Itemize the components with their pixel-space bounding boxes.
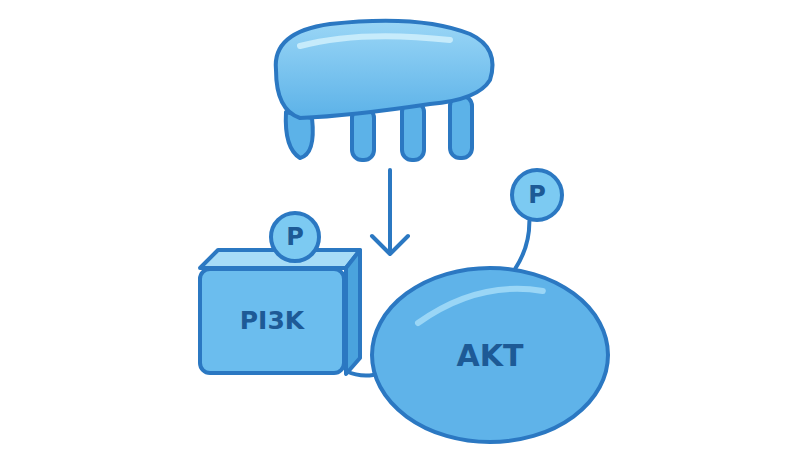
phosphate-circle-fill <box>512 170 562 220</box>
kinase-oval: AKT <box>370 266 610 444</box>
cube-faces <box>200 250 360 374</box>
connector <box>346 371 373 376</box>
node-label: P <box>286 224 304 250</box>
inhibitor-molecule <box>276 21 493 160</box>
kinase-box-fill <box>200 269 344 373</box>
phosphate-circle-fill <box>271 213 319 261</box>
kinase-box: PI3K <box>198 267 346 375</box>
connector-line <box>346 371 373 376</box>
kinase-oval-fill <box>372 268 608 442</box>
phosphate-circle: P <box>269 211 321 263</box>
node-label: P <box>528 182 546 208</box>
down-arrow <box>372 170 408 254</box>
node-label: AKT <box>457 339 524 372</box>
node-label: PI3K <box>240 307 304 335</box>
highlight <box>418 289 543 323</box>
phosphate-circle: P <box>510 168 564 222</box>
connector-line <box>516 221 530 268</box>
connector <box>516 221 530 268</box>
